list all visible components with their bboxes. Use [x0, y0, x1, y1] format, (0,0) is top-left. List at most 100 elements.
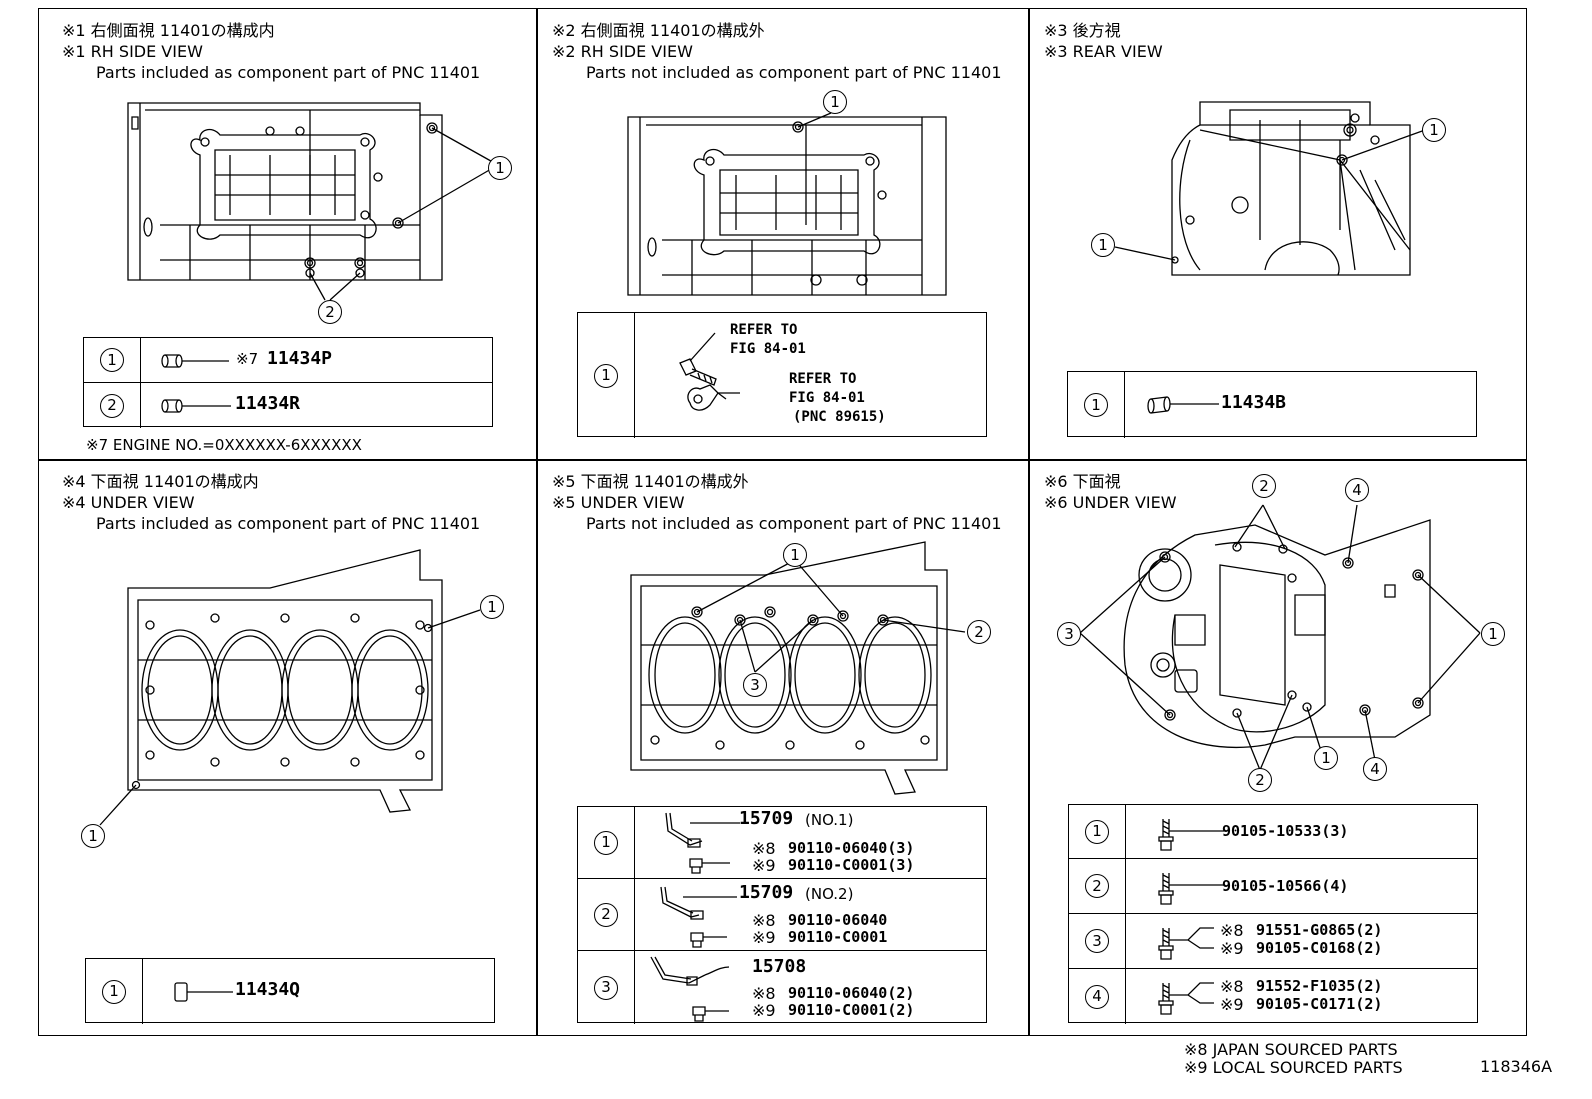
table-row: 2 15709 (NO.2) ※8 90110-06040 ※9 90110-C… — [578, 879, 986, 951]
panel1-subtitle: Parts included as component part of PNC … — [96, 63, 481, 82]
flange-bolt-icon — [1158, 922, 1228, 962]
part-number: 90110-C0001 — [788, 928, 888, 946]
refer-text: REFER TO — [789, 371, 857, 387]
panel1-callout-1: 1 — [488, 156, 512, 180]
source-mark: ※8 — [1220, 921, 1244, 940]
footnote-japan-sourced: ※8 JAPAN SOURCED PARTS — [1184, 1040, 1398, 1059]
part-number: 11434B — [1221, 392, 1287, 413]
engine-number-note-mark: ※7 — [236, 350, 259, 368]
panel4-callout-2: 1 — [81, 824, 105, 848]
table-row: 1 REFER TO FIG 84-01 REFER TO FIG 84-01 … — [578, 313, 986, 438]
source-mark: ※9 — [752, 928, 776, 947]
panel1-parts-table: 1 ※7 11434P 2 11434R — [83, 337, 493, 428]
bushing-icon — [161, 351, 231, 371]
panel6-title-en: ※6 UNDER VIEW — [1044, 493, 1177, 512]
part-number: 11434Q — [235, 979, 301, 1000]
bushing-icon — [1147, 395, 1219, 415]
diagram-frame — [38, 8, 1527, 1036]
panel6-callout-1-bottom: 1 — [1314, 746, 1338, 770]
panel6-callout-2-bottom: 2 — [1248, 768, 1272, 792]
flange-bolt-icon — [1158, 867, 1228, 907]
panel1-callout-2: 2 — [318, 300, 342, 324]
panel3-title-en: ※3 REAR VIEW — [1044, 42, 1163, 61]
table-row: 2 90105-10566(4) — [1069, 859, 1477, 914]
panel3-parts-table: 1 11434B — [1067, 371, 1477, 438]
table-row: 2 11434R — [84, 383, 492, 428]
source-mark: ※8 — [752, 911, 776, 930]
panel5-subtitle: Parts not included as component part of … — [586, 514, 1002, 533]
row-index-badge: 3 — [1085, 929, 1109, 953]
part-variant-label: (NO.1) — [805, 811, 854, 829]
table-row: 1 11434Q — [86, 959, 494, 1024]
source-mark: ※9 — [1220, 939, 1244, 958]
table-row: 1 11434B — [1068, 372, 1476, 438]
flange-bolt-icon — [1158, 813, 1228, 853]
panel6-callout-4-top: 4 — [1345, 478, 1369, 502]
panel3-header: ※3 後方視 ※3 REAR VIEW — [1044, 20, 1163, 62]
oil-jet-icon — [657, 885, 747, 949]
panel3-callout-2: 1 — [1091, 233, 1115, 257]
row-index-badge: 3 — [594, 975, 618, 1000]
panel6-callout-3: 3 — [1057, 622, 1081, 646]
part-number: 91551-G0865(2) — [1256, 921, 1383, 939]
panel5-callout-2: 2 — [967, 620, 991, 644]
panel4-header: ※4 下面視 11401の構成内 ※4 UNDER VIEW Parts inc… — [62, 471, 480, 534]
panel5-title-jp: ※5 下面視 11401の構成外 — [552, 472, 749, 491]
source-mark: ※8 — [752, 839, 776, 858]
part-number: 15708 — [752, 956, 807, 977]
divider-v2 — [1028, 8, 1030, 1036]
panel5-header: ※5 下面視 11401の構成外 ※5 UNDER VIEW Parts not… — [552, 471, 1002, 534]
part-variant-label: (NO.2) — [805, 885, 854, 903]
part-number: 90105-10566(4) — [1222, 877, 1349, 895]
table-row: 4 ※8 91552-F1035(2) ※9 90105-C0171(2) — [1069, 969, 1477, 1024]
panel2-engine-block-side-drawing — [626, 115, 956, 300]
refer-to-note-1: REFER TO FIG 84-01 — [730, 321, 806, 359]
panel2-title-jp: ※2 右側面視 11401の構成外 — [552, 21, 765, 40]
panel2-title-en: ※2 RH SIDE VIEW — [552, 42, 693, 61]
table-row: 3 15708 ※8 90110-06040(2) ※9 90110-C0001… — [578, 951, 986, 1024]
panel4-parts-table: 1 11434Q — [85, 958, 495, 1024]
panel6-callout-2-top: 2 — [1252, 474, 1276, 498]
panel6-parts-table: 1 90105-10533(3) 2 90105-10566(4) 3 ※8 9… — [1068, 804, 1478, 1024]
source-mark: ※8 — [1220, 977, 1244, 996]
part-number: 90110-C0001(3) — [788, 856, 915, 874]
part-number: 90110-C0001(2) — [788, 1001, 915, 1019]
panel6-callout-1-right: 1 — [1481, 622, 1505, 646]
panel2-subtitle: Parts not included as component part of … — [586, 63, 1002, 82]
panel5-callout-1: 1 — [783, 543, 807, 567]
panel4-callout-1: 1 — [480, 595, 504, 619]
panel1-engine-block-side-drawing — [120, 95, 450, 295]
bushing-icon — [173, 981, 233, 1003]
part-number: 90105-10533(3) — [1222, 822, 1349, 840]
table-row: 1 90105-10533(3) — [1069, 805, 1477, 859]
row-index-badge: 1 — [100, 348, 124, 372]
part-number: 90105-C0171(2) — [1256, 995, 1383, 1013]
divider-h — [38, 459, 1527, 461]
panel3-callout-1: 1 — [1422, 118, 1446, 142]
footnote-local-sourced: ※9 LOCAL SOURCED PARTS — [1184, 1058, 1403, 1077]
row-index-badge: 1 — [102, 979, 126, 1004]
part-number: 11434P — [267, 348, 333, 369]
part-number: 91552-F1035(2) — [1256, 977, 1383, 995]
row-index-badge: 1 — [594, 830, 618, 855]
panel2-callout-1: 1 — [823, 90, 847, 114]
panel6-title-jp: ※6 下面視 — [1044, 472, 1121, 491]
panel5-callout-3: 3 — [743, 673, 767, 697]
panel5-title-en: ※5 UNDER VIEW — [552, 493, 685, 512]
refer-fig: FIG 84-01 — [730, 341, 806, 357]
row-index-badge: 2 — [594, 902, 618, 927]
oil-jet-icon — [649, 955, 749, 1021]
panel5-parts-table: 1 15709 (NO.1) ※8 90110-06040(3) ※9 9011… — [577, 806, 987, 1024]
bushing-icon — [161, 396, 231, 416]
row-index-badge: 2 — [1085, 874, 1109, 898]
panel6-callout-4-bottom: 4 — [1363, 757, 1387, 781]
panel3-title-jp: ※3 後方視 — [1044, 21, 1121, 40]
oil-jet-icon — [660, 811, 750, 875]
panel6-engine-block-under-drawing — [1095, 505, 1455, 785]
row-index-badge: 1 — [1085, 819, 1109, 844]
source-mark: ※9 — [1220, 995, 1244, 1014]
panel5-engine-block-under-drawing — [625, 540, 955, 800]
panel2-parts-table: 1 REFER TO FIG 84-01 REFER TO FIG 84-01 … — [577, 312, 987, 438]
source-mark: ※8 — [752, 984, 776, 1003]
panel4-title-jp: ※4 下面視 11401の構成内 — [62, 472, 259, 491]
